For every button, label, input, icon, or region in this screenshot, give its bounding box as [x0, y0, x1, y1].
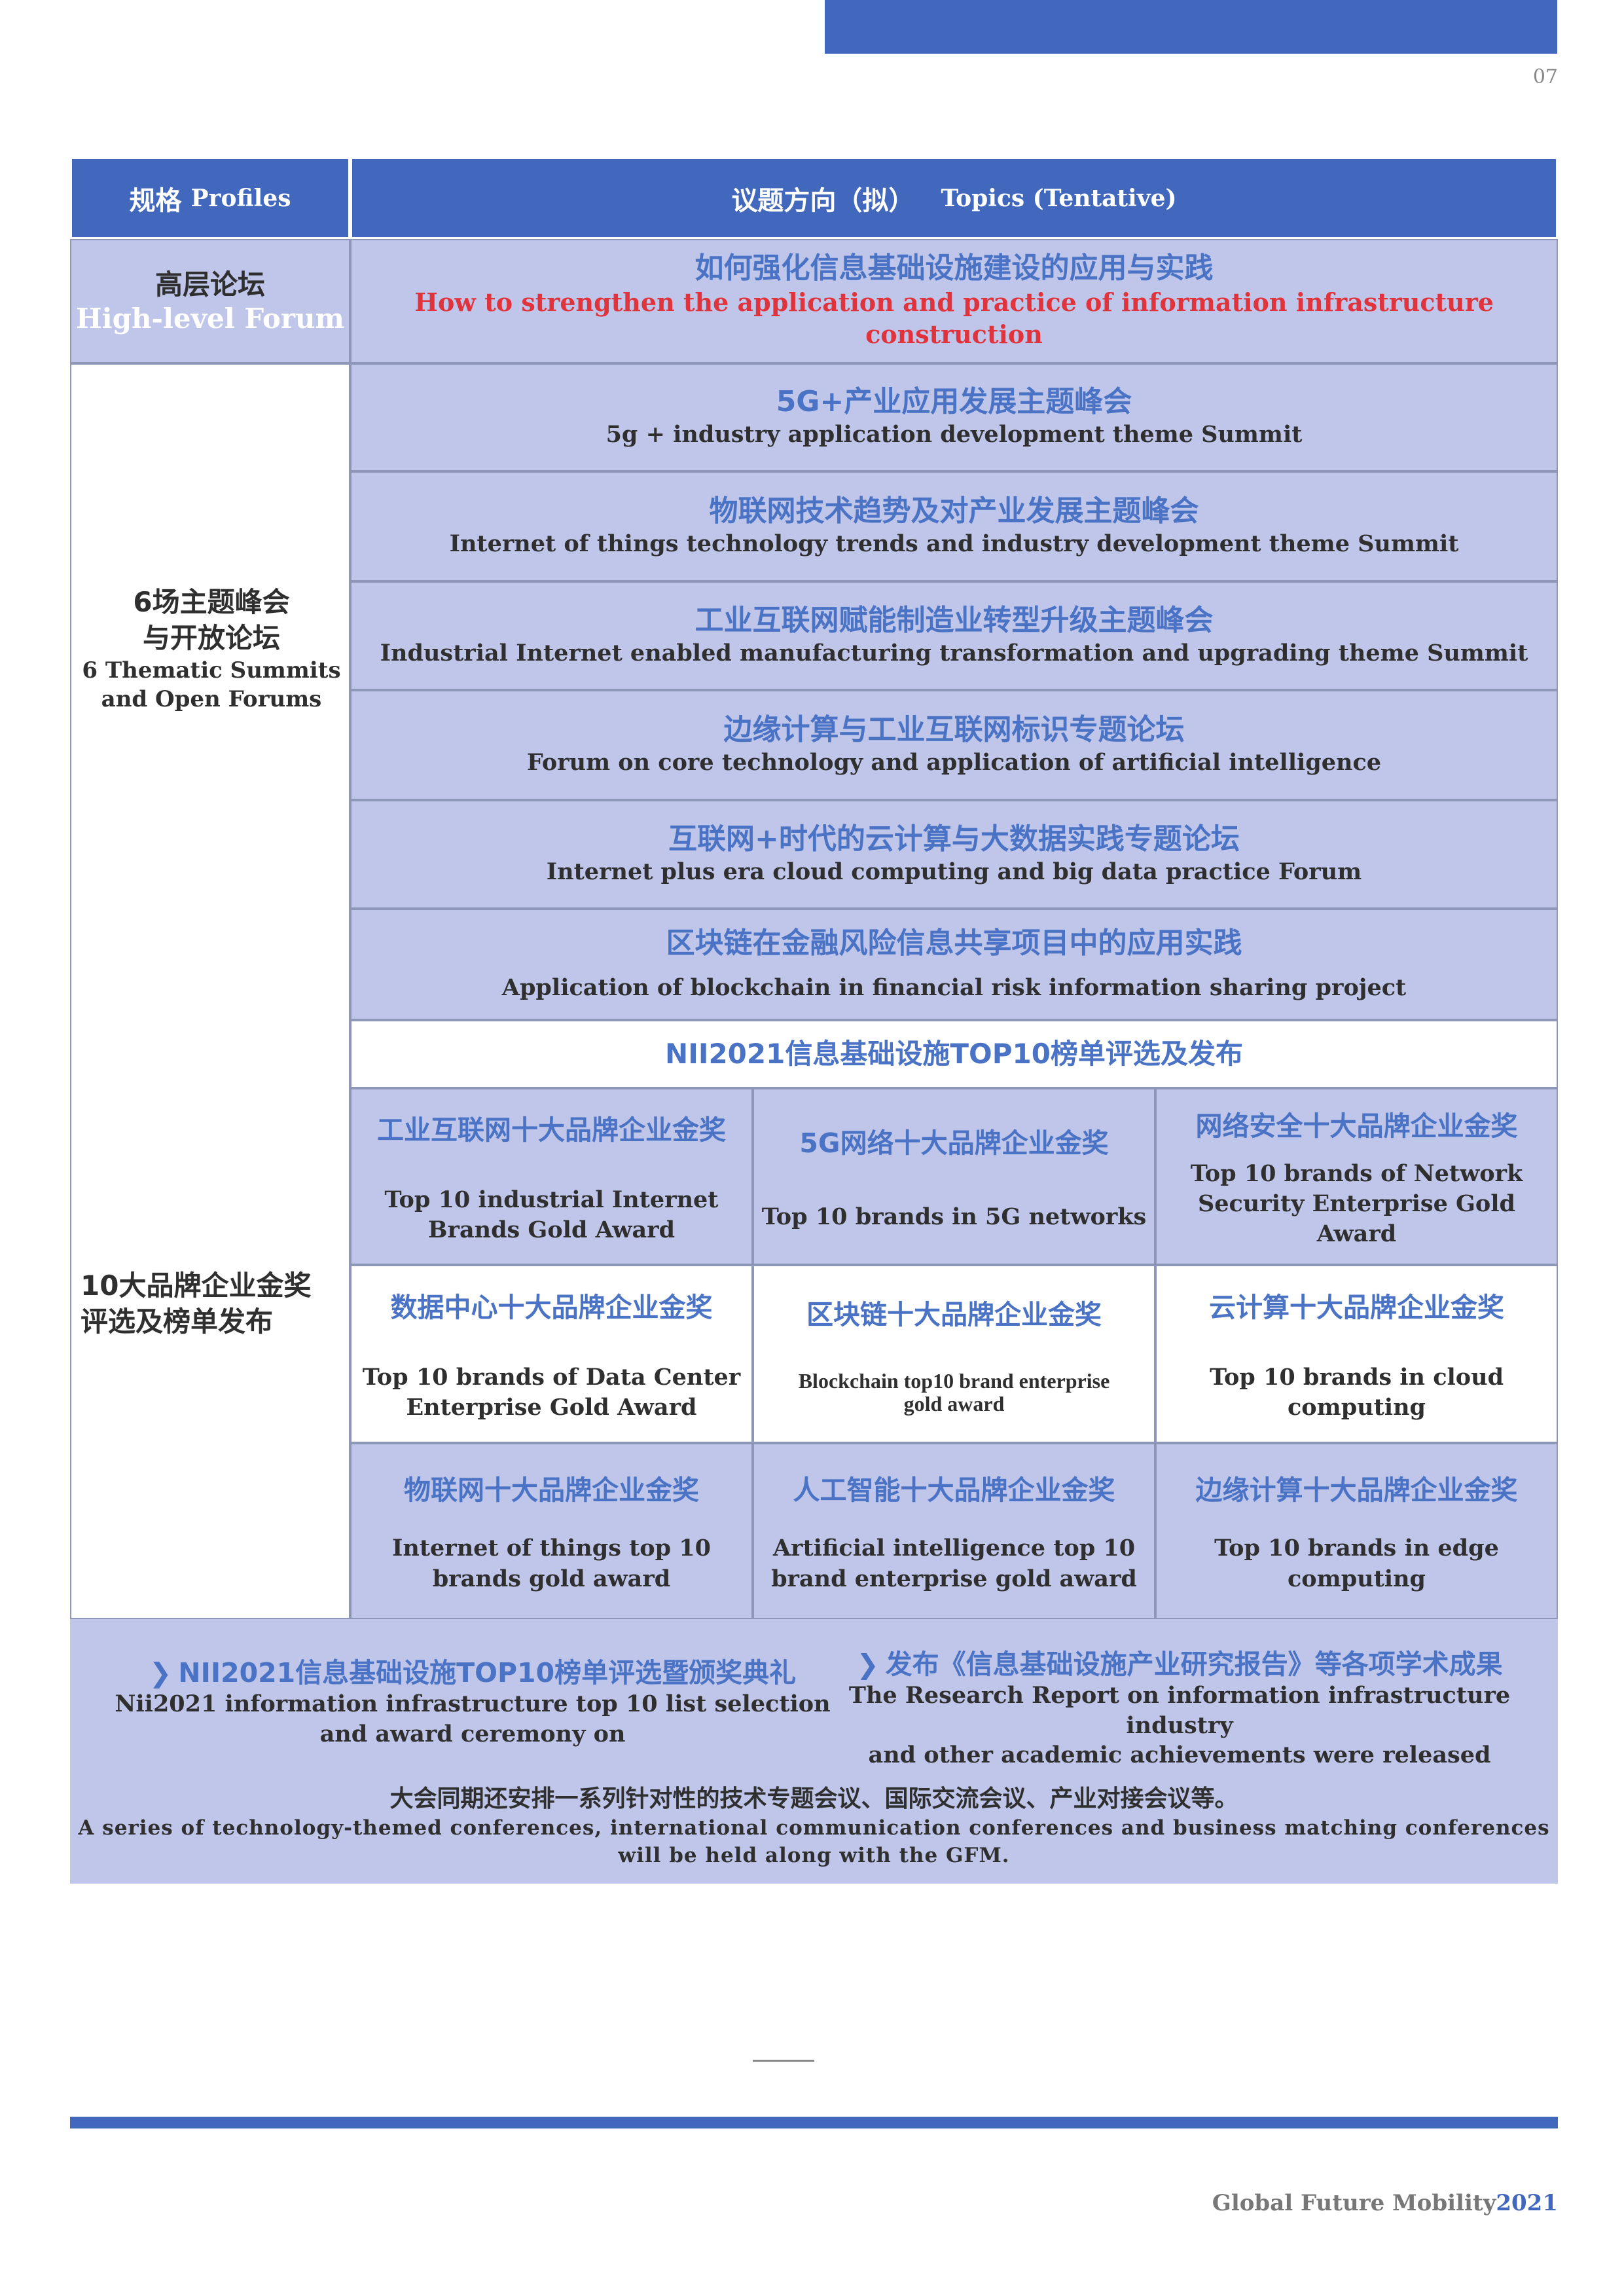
- award-en-1: Top 10 brands in 5G networks: [761, 1203, 1147, 1230]
- awards-label-zh-1: 10大品牌企业金奖: [81, 1269, 312, 1302]
- ceremony-note-en-1: A series of technology-themed conference…: [78, 1816, 1550, 1840]
- high-level-forum-topic: 如何强化信息基础设施建设的应用与实践 How to strengthen the…: [350, 239, 1558, 363]
- high-level-forum-label-zh: 高层论坛: [154, 268, 265, 301]
- ceremony-block: ❯NII2021信息基础设施TOP10榜单评选暨颁奖典礼 Nii2021 inf…: [70, 1619, 1558, 1884]
- summit-zh: 工业互联网赋能制造业转型升级主题峰会: [695, 603, 1214, 637]
- summit-row: 5G+产业应用发展主题峰会 5g + industry application …: [350, 363, 1558, 471]
- award-cell: 数据中心十大品牌企业金奖 Top 10 brands of Data Cente…: [350, 1265, 753, 1443]
- award-en-1: Top 10 industrial Internet: [384, 1186, 719, 1213]
- high-level-forum-topic-zh: 如何强化信息基础设施建设的应用与实践: [695, 251, 1214, 285]
- ceremony-right-zh: 发布《信息基础设施产业研究报告》等各项学术成果: [885, 1649, 1503, 1680]
- ceremony-note-zh: 大会同期还安排一系列针对性的技术专题会议、国际交流会议、产业对接会议等。: [389, 1785, 1238, 1812]
- award-en-1: Top 10 brands in cloud: [1209, 1363, 1504, 1391]
- award-en-2: gold award: [903, 1392, 1005, 1415]
- summit-row: 物联网技术趋势及对产业发展主题峰会 Internet of things tec…: [350, 471, 1558, 581]
- ceremony-right: ❯发布《信息基础设施产业研究报告》等各项学术成果 The Research Re…: [810, 1649, 1549, 1770]
- award-en-2: Enterprise Gold Award: [406, 1394, 697, 1421]
- award-en-2: Security Enterprise Gold Award: [1197, 1190, 1516, 1248]
- award-en-2: brands gold award: [432, 1565, 671, 1592]
- summits-label: 6场主题峰会 与开放论坛 6 Thematic Summits and Open…: [71, 585, 352, 714]
- high-level-forum-label-en: High-level Forum: [76, 302, 344, 335]
- footer-divider: [753, 2060, 814, 2062]
- high-level-forum-label: 高层论坛 High-level Forum: [70, 239, 350, 363]
- award-en-1: Top 10 brands in edge computing: [1214, 1535, 1499, 1592]
- header-topics-zh: 议题方向（拟）: [731, 185, 915, 216]
- summit-en: Industrial Internet enabled manufacturin…: [380, 639, 1528, 667]
- summit-zh: 互联网+时代的云计算与大数据实践专题论坛: [668, 822, 1240, 856]
- award-zh: 网络安全十大品牌企业金奖: [1195, 1110, 1518, 1142]
- award-en-2: brand enterprise gold award: [771, 1565, 1137, 1592]
- summit-zh: 5G+产业应用发展主题峰会: [776, 385, 1132, 419]
- chevron-right-icon: ❯: [149, 1657, 172, 1689]
- summit-row: 区块链在金融风险信息共享项目中的应用实践 Application of bloc…: [350, 909, 1558, 1020]
- summit-zh: 物联网技术趋势及对产业发展主题峰会: [709, 494, 1199, 528]
- header-topics-en: Topics (Tentative): [941, 184, 1177, 212]
- award-cell: 云计算十大品牌企业金奖 Top 10 brands in cloud compu…: [1155, 1265, 1558, 1443]
- award-zh: 工业互联网十大品牌企业金奖: [377, 1114, 726, 1146]
- footer-year: 2021: [1496, 2190, 1558, 2216]
- award-zh: 边缘计算十大品牌企业金奖: [1195, 1474, 1518, 1507]
- summit-zh: 边缘计算与工业互联网标识专题论坛: [723, 712, 1185, 746]
- award-cell: 5G网络十大品牌企业金奖 Top 10 brands in 5G network…: [753, 1088, 1155, 1265]
- summit-row: 工业互联网赋能制造业转型升级主题峰会 Industrial Internet e…: [350, 581, 1558, 690]
- award-en-2: Brands Gold Award: [427, 1216, 676, 1243]
- ceremony-note: 大会同期还安排一系列针对性的技术专题会议、国际交流会议、产业对接会议等。 A s…: [70, 1784, 1558, 1869]
- award-cell: 工业互联网十大品牌企业金奖 Top 10 industrial Internet…: [350, 1088, 753, 1265]
- award-cell: 网络安全十大品牌企业金奖 Top 10 brands of Network Se…: [1155, 1088, 1558, 1265]
- summit-en: Internet of things technology trends and…: [449, 530, 1459, 557]
- summits-label-en-2: and Open Forums: [101, 686, 322, 713]
- award-en-1: Top 10 brands of Network: [1190, 1160, 1523, 1187]
- ceremony-right-en-2: and other academic achievements were rel…: [868, 1742, 1491, 1769]
- footer-brand-name: Global Future Mobility: [1212, 2190, 1496, 2216]
- awards-title: NII2021信息基础设施TOP10榜单评选及发布: [665, 1037, 1243, 1070]
- award-zh: 人工智能十大品牌企业金奖: [793, 1474, 1115, 1507]
- summits-label-zh-1: 6场主题峰会: [133, 586, 290, 618]
- award-zh: 区块链十大品牌企业金奖: [806, 1298, 1102, 1330]
- summit-en: Forum on core technology and application…: [526, 748, 1382, 776]
- footer-brand: Global Future Mobility2021: [1178, 2190, 1558, 2216]
- award-cell: 区块链十大品牌企业金奖 Blockchain top10 brand enter…: [753, 1265, 1155, 1443]
- award-en-1: Top 10 brands of Data Center: [362, 1363, 741, 1391]
- awards-label: 10大品牌企业金奖 评选及榜单发布: [81, 1268, 342, 1340]
- chevron-right-icon: ❯: [856, 1649, 879, 1680]
- award-zh: 云计算十大品牌企业金奖: [1209, 1291, 1504, 1323]
- award-cell: 边缘计算十大品牌企业金奖 Top 10 brands in edge compu…: [1155, 1443, 1558, 1619]
- award-cell: 人工智能十大品牌企业金奖 Artificial intelligence top…: [753, 1443, 1155, 1619]
- summit-row: 互联网+时代的云计算与大数据实践专题论坛 Internet plus era c…: [350, 800, 1558, 909]
- program-table: 规格 Profiles 议题方向（拟） Topics (Tentative) 高…: [70, 157, 1558, 1619]
- ceremony-note-en-2: will be held along with the GFM.: [618, 1843, 1010, 1867]
- award-zh: 物联网十大品牌企业金奖: [404, 1474, 699, 1507]
- summit-en: Application of blockchain in financial r…: [501, 974, 1407, 1001]
- header-topics: 议题方向（拟） Topics (Tentative): [350, 157, 1558, 239]
- ceremony-left-zh: NII2021信息基础设施TOP10榜单评选暨颁奖典礼: [178, 1657, 797, 1689]
- ceremony-right-en-1: The Research Report on information infra…: [848, 1682, 1511, 1739]
- award-en-1: Internet of things top 10: [392, 1535, 711, 1562]
- header-profiles: 规格 Profiles: [70, 157, 350, 239]
- header-profiles-en: Profiles: [190, 184, 291, 212]
- award-zh: 数据中心十大品牌企业金奖: [390, 1291, 713, 1323]
- summit-row: 边缘计算与工业互联网标识专题论坛 Forum on core technolog…: [350, 690, 1558, 800]
- award-en-1: Artificial intelligence top 10: [772, 1535, 1136, 1562]
- awards-label-zh-2: 评选及榜单发布: [81, 1305, 274, 1338]
- profiles-lower-column: 6场主题峰会 与开放论坛 6 Thematic Summits and Open…: [70, 363, 350, 1619]
- ceremony-left-en-1: Nii2021 information infrastructure top 1…: [115, 1690, 831, 1718]
- award-en-2: computing: [1288, 1394, 1426, 1421]
- top-accent-bar: [825, 0, 1557, 54]
- summits-label-en-1: 6 Thematic Summits: [82, 657, 341, 684]
- header-profiles-zh: 规格: [129, 185, 182, 216]
- high-level-forum-topic-en: How to strengthen the application and pr…: [414, 287, 1494, 350]
- summit-en: Internet plus era cloud computing and bi…: [546, 858, 1362, 885]
- summit-zh: 区块链在金融风险信息共享项目中的应用实践: [666, 926, 1242, 960]
- summit-en: 5g + industry application development th…: [605, 421, 1303, 448]
- page-number: 07: [1532, 65, 1558, 88]
- award-en-1: Blockchain top10 brand enterprise: [798, 1368, 1110, 1393]
- award-zh: 5G网络十大品牌企业金奖: [799, 1127, 1109, 1159]
- footer-bar: [70, 2117, 1558, 2128]
- ceremony-left-en-2: and award ceremony on: [319, 1720, 626, 1747]
- awards-title-row: NII2021信息基础设施TOP10榜单评选及发布: [350, 1020, 1558, 1088]
- summits-label-zh-2: 与开放论坛: [142, 621, 280, 654]
- award-cell: 物联网十大品牌企业金奖 Internet of things top 10 br…: [350, 1443, 753, 1619]
- ceremony-left: ❯NII2021信息基础设施TOP10榜单评选暨颁奖典礼 Nii2021 inf…: [96, 1657, 849, 1749]
